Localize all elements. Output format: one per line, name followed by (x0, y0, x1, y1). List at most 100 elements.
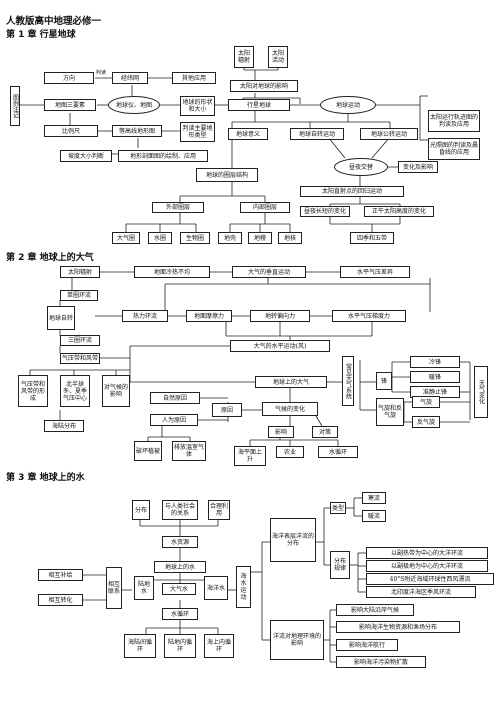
node-paifang: 排放温室气体 (172, 441, 206, 461)
node-y2: 影响海洋生物资源和渔场分布 (336, 621, 460, 633)
node-qiyatidu: 水平气压梯度力 (332, 310, 406, 322)
node-hu-lianxi: 相互联系 (106, 567, 122, 609)
node-diqiu-xingzhuang: 地球的形状和大小 (180, 96, 215, 116)
node-fenbu: 分布 (132, 500, 150, 520)
node-mocali: 地面摩擦力 (186, 310, 232, 322)
node-shuixunhuan-3: 水循环 (162, 608, 198, 620)
node-gl4: 北印度洋海区季风环流 (366, 586, 476, 598)
node-feng: 锋 (376, 372, 392, 390)
node-y4: 影响海洋污染物扩散 (336, 656, 426, 668)
node-jingweiwang: 经纬网 (112, 72, 148, 84)
node-yangliu-yingxiang: 洋流对地理环境的影响 (270, 620, 324, 660)
node-heli-liyong: 合理利用 (208, 500, 230, 520)
node-nuanfeng: 暖锋 (410, 371, 460, 383)
node-haiyang: 海陆分布 (44, 420, 84, 432)
node-nuanliu: 暖流 (362, 510, 386, 522)
node-hanliu: 寒流 (362, 492, 386, 504)
node-daqi-shui: 大气水 (162, 583, 196, 595)
node-renwei: 人为原因 (150, 414, 198, 426)
node-bilichi: 比例尺 (44, 125, 98, 137)
node-qiyadai: 气压带和风带 (60, 353, 100, 364)
node-shuixunhuan: 水循环 (318, 446, 358, 458)
node-y1: 影响大陆沿岸气候 (336, 604, 414, 616)
node-gongzhuan: 地球公转运动 (360, 128, 418, 140)
node-changjian: 常见天气系统 (342, 356, 354, 406)
node-qita-yingyong: 其他应用 (172, 72, 216, 84)
node-fushe: 太阳辐射 (60, 266, 100, 278)
node-tuli-zhuji: 图例注记 (10, 86, 20, 126)
node-haiyang-biaoceng: 海洋表层洋流的分布 (270, 518, 316, 562)
node-haipingmian: 海平面上升 (234, 446, 266, 466)
node-siji: 四季和五带 (350, 232, 394, 244)
node-gl3: 40°S附近海域环球性西风漂流 (366, 573, 494, 585)
node-neibu: 内部圈层 (240, 202, 290, 213)
node-danquan: 单圈环流 (60, 290, 98, 301)
document-title: 人教版高中地理必修一 (6, 16, 102, 27)
node-gl2: 以副极地为中心的大洋环流 (366, 560, 488, 572)
node-chuizhi: 大气的垂直运动 (232, 266, 306, 278)
node-diqiu-shui: 地球上的水 (154, 561, 206, 573)
node-quceng: 地球的圈层结构 (196, 168, 258, 182)
node-zhouye: 昼夜交替 (334, 158, 388, 176)
node-fangxiang: 方向 (44, 72, 94, 84)
node-daqi: 地球上的大气 (255, 376, 327, 388)
node-zhouchang: 昼夜长短的变化 (300, 206, 350, 217)
node-lunei-xunhuan: 陆地内循环 (164, 634, 196, 658)
node-gaodu: 正午太阳高度的变化 (364, 206, 434, 217)
node-taiyang-huodong: 太阳活动 (268, 46, 288, 68)
node-poumian: 地形剖面图的绘制、应用 (118, 150, 208, 162)
node-dihe: 地核 (278, 232, 302, 244)
node-sanquan: 三圈环流 (60, 335, 100, 346)
node-qixuan: 气旋和反气旋 (376, 398, 404, 426)
node-yingxiang: 影响 (268, 426, 294, 438)
node-relihuanliu: 热力环流 (122, 310, 168, 322)
node-leixing: 类型 (330, 502, 346, 514)
node-shuiziyuan: 水资源 (162, 536, 198, 548)
node-denggaoxian: 等高线地形图 (112, 125, 162, 137)
node-qihou-bianhua: 气候的变化 (262, 402, 318, 416)
node-guilv: 分布规律 (330, 551, 350, 579)
node-diqiu-yiyi: 地球意义 (228, 128, 268, 140)
node-y3: 影响海洋航行 (336, 639, 398, 651)
node-ditu-sanyaosu: 地图三要素 (44, 99, 96, 111)
node-fanqixuan: 反气旋 (412, 416, 440, 428)
node-shengwuquan: 生物圈 (180, 232, 210, 244)
node-yuanyin: 原因 (212, 403, 242, 417)
node-qiyachayi: 水平气压差异 (340, 266, 410, 278)
chapter-2-heading: 第 2 章 地球上的大气 (6, 253, 94, 263)
node-hu-zhuanhua: 相互转化 (38, 594, 83, 606)
node-diqiuyi-ditu: 地球仪、地图 (108, 96, 160, 114)
node-hu-buji: 相互补给 (38, 569, 83, 581)
node-diqiao: 地壳 (218, 232, 242, 244)
node-haishang: 海上内循环 (204, 634, 234, 658)
node-gl1: 以副热带为中心的大洋环流 (366, 547, 488, 559)
chapter-3-heading: 第 3 章 地球上的水 (6, 473, 85, 483)
node-diqiu-yundong: 地球运动 (320, 96, 376, 114)
node-beilu: 北半球冬、夏季气压中心 (60, 375, 90, 407)
node-waibu: 外部圈层 (152, 202, 204, 213)
node-ziran: 自然原因 (150, 392, 200, 404)
node-qixuan-1: 气旋 (412, 396, 440, 408)
node-haiyang-shui: 海洋水 (204, 576, 228, 600)
node-bianhua: 变化及影响 (398, 161, 438, 173)
chapter-1-heading: 第 1 章 行星地球 (6, 30, 76, 40)
node-guangzhao-pandu: 光照图的判读及晨昏线的应用 (428, 138, 480, 160)
label-pandu: 判读 (96, 70, 107, 76)
node-qiyadai-xingcheng: 气压带和风带的形成 (18, 375, 48, 407)
node-taiyang-yingxiang: 太阳对地球的影响 (230, 80, 298, 92)
node-hailu-xunhuan: 海陆间循环 (124, 634, 156, 658)
node-lengre: 地面冷热不均 (134, 266, 210, 278)
node-renlei-guanxi: 与人类社会的关系 (162, 500, 198, 520)
node-tianqi-bianhua: 天气变化 (474, 366, 488, 418)
node-zizhuan-2: 地球自转 (47, 306, 75, 330)
node-lengfeng: 冷锋 (410, 356, 460, 368)
node-nongye: 农业 (276, 446, 304, 458)
node-zhishe: 太阳直射点的回归运动 (300, 186, 404, 197)
node-lu-shui: 陆地水 (134, 576, 154, 600)
node-zizhuan: 地球自转运动 (290, 128, 344, 140)
node-haishui-yundong: 海水运动 (236, 566, 251, 608)
node-qihou-yingxiang: 对气候的影响 (102, 375, 130, 407)
node-pianxiangli: 地转偏向力 (250, 310, 310, 322)
